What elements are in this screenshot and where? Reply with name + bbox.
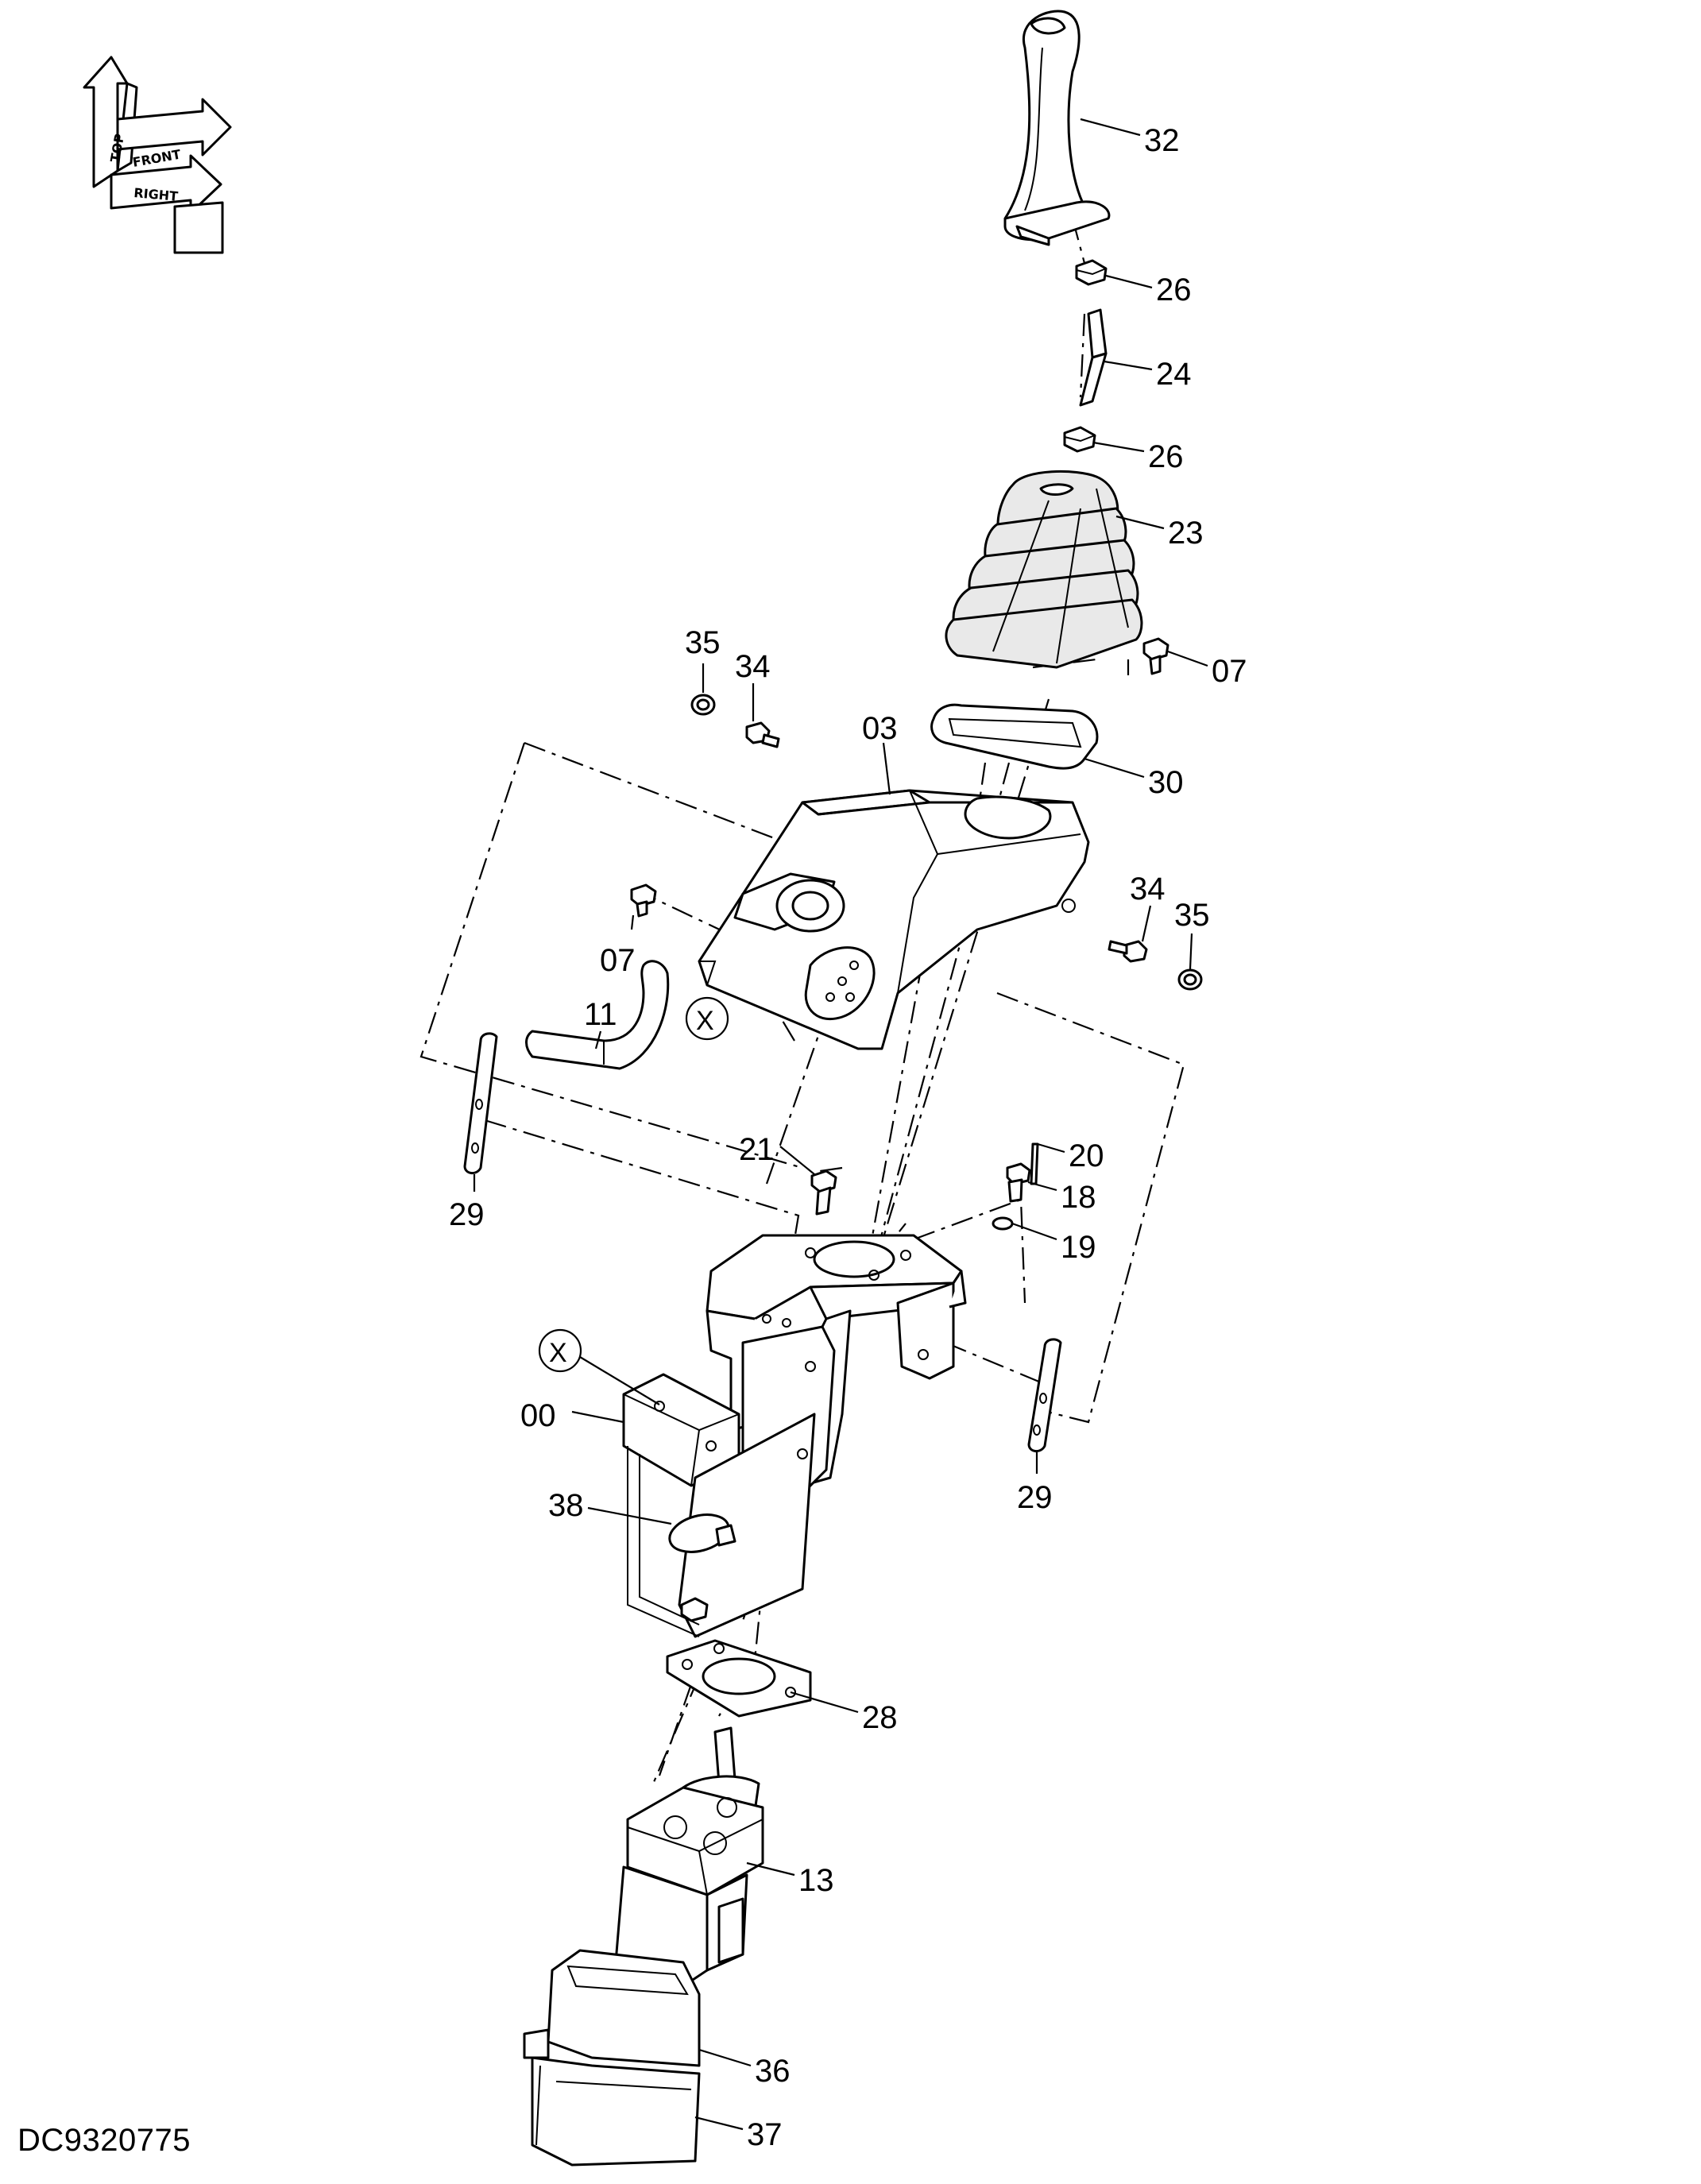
callout-38: 38 [548,1488,584,1523]
part-35-cap-upper [690,694,716,716]
part-24-rod [1079,308,1108,407]
part-30-gasket [930,703,1099,770]
callout-11: 11 [584,997,617,1032]
part-23-boot [945,470,1143,669]
leader-lines [473,118,1208,2131]
callout-36: 36 [755,2054,791,2089]
part-20-pin [1030,1142,1039,1185]
reference-x-circle-lower [538,1328,582,1373]
callout-35-upper: 35 [685,625,721,660]
part-00-bracket [622,1325,836,1638]
callout-x-lower: X [549,1338,567,1368]
callout-29-right: 29 [1017,1480,1053,1515]
part-29-plate-right [1027,1338,1062,1452]
part-36-cover [523,1949,701,2067]
part-07-bolt-right [1142,637,1169,675]
callout-30: 30 [1148,765,1184,800]
part-32-lever-grip [1003,10,1111,246]
callout-24: 24 [1156,357,1192,392]
callout-03: 03 [862,711,898,746]
callout-37: 37 [747,2117,783,2152]
callout-29-left: 29 [449,1197,485,1232]
callout-34-right: 34 [1130,872,1166,906]
part-26-nut-lower [1063,426,1096,453]
callout-13: 13 [798,1863,834,1898]
part-11-hook [525,960,670,1070]
part-29-plate-left [463,1032,498,1174]
part-07-bolt-left [630,883,657,918]
callout-20: 20 [1069,1138,1104,1173]
callout-21: 21 [739,1132,775,1167]
callout-35-right: 35 [1174,898,1210,933]
reference-x-circle-upper [685,996,729,1041]
part-34-bolt-upper [745,721,780,748]
part-34-bolt-right [1108,940,1148,963]
callout-labels: 32 26 24 26 23 07 35 34 03 30 34 35 07 1… [449,123,1247,2152]
callout-19: 19 [1061,1230,1096,1265]
orientation-right-label: RIGHT [133,185,179,204]
callout-23: 23 [1168,516,1204,551]
callout-26-upper: 26 [1156,273,1192,307]
part-21-bolt [810,1169,837,1216]
callout-28: 28 [862,1700,898,1735]
orientation-front-label: FRONT [131,147,182,170]
callout-00: 00 [520,1398,556,1433]
part-28-plate [666,1639,812,1718]
orientation-indicator: TOP FRONT RIGHT [83,56,232,254]
callout-34-upper: 34 [735,649,771,684]
part-26-nut-upper [1075,259,1108,286]
callout-07-right: 07 [1212,654,1247,689]
part-18-bolt [1006,1162,1031,1203]
part-19-washer [992,1216,1014,1231]
part-37-boot [531,2056,701,2167]
callout-26-lower: 26 [1148,439,1184,474]
part-35-cap-right [1177,968,1203,991]
callout-x-upper: X [696,1006,714,1036]
part-03-housing [698,789,1090,1050]
drawing-code: DC9320775 [17,2123,191,2158]
part-13-pilot-valve [614,1726,764,1988]
callout-32: 32 [1144,123,1180,158]
callout-18: 18 [1061,1180,1096,1215]
callout-07-left: 07 [600,943,636,978]
part-38-clip [668,1513,736,1553]
